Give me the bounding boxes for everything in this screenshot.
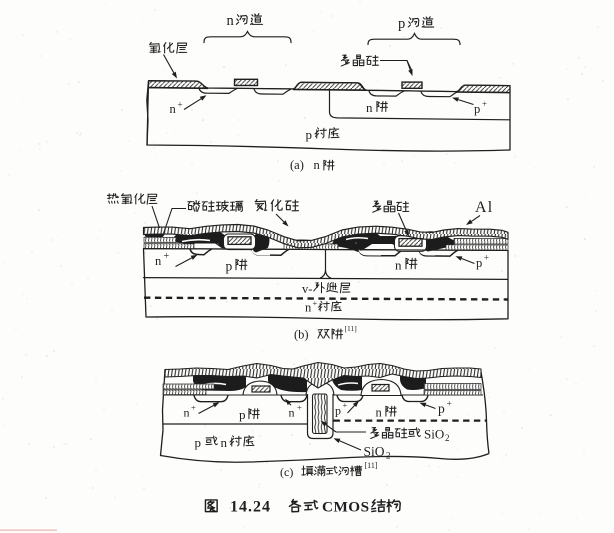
svg-text:n: n — [227, 13, 235, 29]
svg-text:n: n — [395, 258, 402, 273]
svg-text:p: p — [195, 435, 202, 450]
svg-text:p: p — [474, 102, 480, 116]
svg-text:p: p — [306, 127, 313, 142]
svg-text:2: 2 — [386, 451, 391, 461]
svg-text:+: + — [313, 298, 318, 308]
svg-text:Al: Al — [475, 199, 493, 216]
svg-text:[11]: [11] — [365, 461, 378, 470]
svg-text:+: + — [178, 100, 183, 110]
svg-text:(a): (a) — [290, 158, 304, 172]
svg-text:p: p — [335, 404, 341, 418]
svg-text:+: + — [343, 400, 348, 410]
svg-text:SiO: SiO — [364, 444, 385, 459]
svg-text:SiO: SiO — [424, 427, 444, 442]
svg-text:CMOS: CMOS — [322, 499, 370, 516]
svg-text:+: + — [482, 99, 487, 109]
svg-text:p: p — [226, 259, 233, 274]
svg-text:n: n — [170, 102, 177, 116]
svg-text:+: + — [484, 253, 489, 263]
svg-text:p: p — [398, 16, 405, 32]
svg-text:+: + — [191, 403, 196, 413]
svg-text:+: + — [164, 251, 170, 262]
svg-text:n: n — [289, 406, 295, 420]
svg-text:n: n — [221, 435, 228, 450]
svg-text:2: 2 — [445, 433, 450, 443]
svg-text:n: n — [314, 158, 321, 172]
svg-text:14.24: 14.24 — [230, 499, 271, 516]
svg-text:[11]: [11] — [345, 324, 357, 333]
svg-text:(b): (b) — [294, 328, 309, 342]
svg-text:n: n — [376, 406, 383, 420]
svg-text:p: p — [476, 256, 482, 270]
svg-text:p: p — [438, 401, 445, 416]
svg-text:n: n — [155, 254, 162, 268]
svg-text:n: n — [184, 406, 190, 420]
svg-text:n: n — [366, 100, 373, 115]
svg-text:+: + — [297, 403, 302, 413]
svg-text:n: n — [305, 301, 312, 315]
svg-text:(c): (c) — [280, 465, 293, 479]
svg-text:p: p — [239, 407, 246, 422]
svg-text:v-: v- — [302, 282, 312, 296]
svg-text:+: + — [447, 400, 452, 410]
